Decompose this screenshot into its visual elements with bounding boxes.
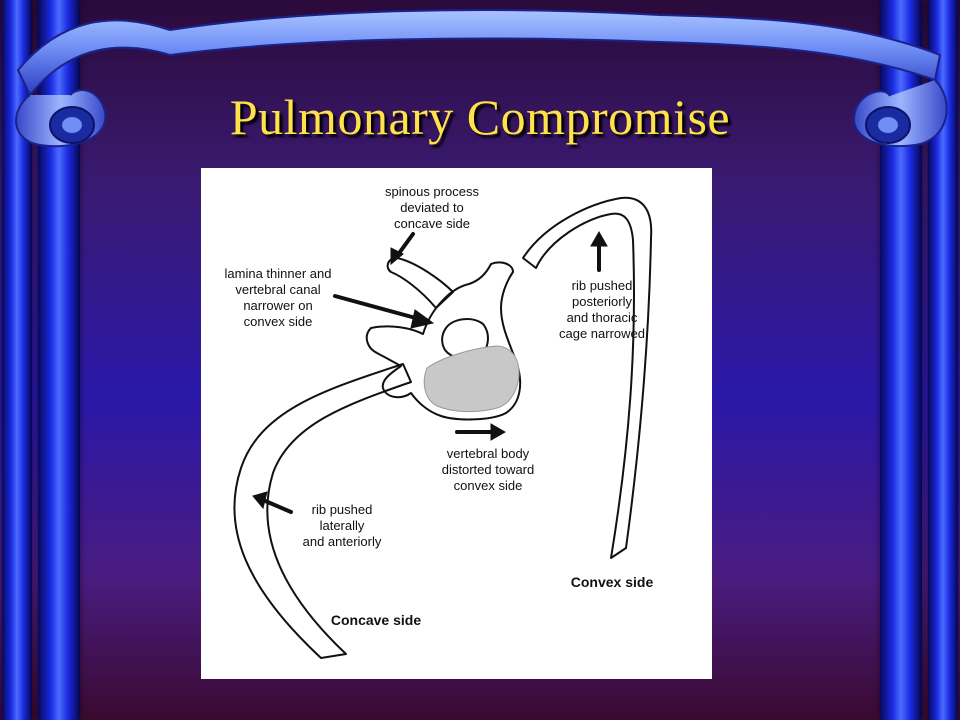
arrow-rib-lateral — [261, 498, 293, 514]
slide-title: Pulmonary Compromise — [229, 89, 731, 145]
scroll-banner-decoration — [15, 9, 948, 148]
label-concave-side: Concave side — [330, 612, 422, 628]
convex-rib — [522, 196, 653, 559]
vertebral-body — [423, 345, 520, 413]
label-lamina: lamina thinner and vertebral canal narro… — [224, 266, 332, 329]
label-vertebral-body: vertebral body distorted toward convex s… — [441, 446, 535, 493]
spinous-process — [386, 257, 454, 309]
vertebra-outline — [365, 261, 522, 421]
scoliosis-drawing — [233, 196, 653, 659]
label-rib-lateral: rib pushed laterally and anteriorly — [302, 502, 382, 549]
label-spinous-process: spinous process deviated to concave side — [385, 184, 479, 231]
label-convex-side: Convex side — [570, 574, 654, 590]
arrow-lamina — [333, 294, 425, 322]
scoliosis-diagram: spinous process deviated to concave side… — [201, 168, 712, 679]
label-rib-posterior: rib pushed posteriorly and thoracic cage… — [559, 278, 645, 341]
concave-rib — [233, 363, 412, 659]
